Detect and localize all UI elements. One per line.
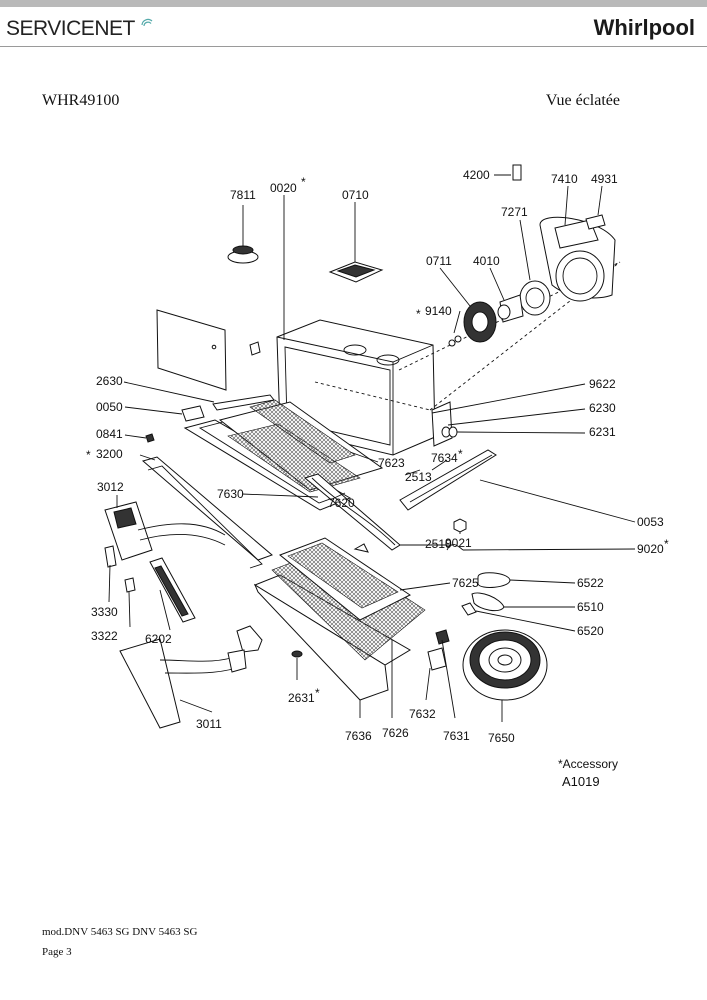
footer-page: Page 3: [42, 946, 72, 958]
diagram-code: A1019: [562, 774, 600, 789]
whirlpool-logo: Whirlpool: [593, 15, 695, 40]
label-9021: 9021: [445, 536, 472, 550]
label-7625: 7625: [452, 576, 479, 590]
label-7631: 7631: [443, 729, 470, 743]
label-6202: 6202: [145, 632, 172, 646]
label-6522: 6522: [577, 576, 604, 590]
label-3330: 3330: [91, 605, 118, 619]
label-6520: 6520: [577, 624, 604, 638]
label-0711: 0711: [426, 254, 452, 268]
label-9020: 9020: [637, 542, 664, 556]
label-7630: 7630: [217, 487, 244, 501]
label-2630: 2630: [96, 374, 123, 388]
footer-model: mod.DNV 5463 SG DNV 5463 SG: [42, 926, 198, 938]
label-2510: 2510: [425, 537, 452, 551]
model-number: WHR49100: [42, 92, 120, 109]
label-7410: 7410: [551, 172, 578, 186]
servicenet-logo: SERVICENET: [6, 17, 154, 41]
exploded-view-diagram: 7811 0020 * 0710 4200 7410 4931 7271 071…: [86, 164, 669, 745]
label-7626: 7626: [382, 726, 409, 740]
label-7811: 7811: [230, 188, 256, 202]
label-6231: 6231: [589, 425, 616, 439]
leader-lines: [108, 174, 636, 722]
label-7632: 7632: [409, 707, 436, 721]
label-6510: 6510: [577, 600, 604, 614]
servicenet-logo-text-b: NET: [94, 17, 135, 40]
label-9622: 9622: [589, 377, 616, 391]
view-title: Vue éclatée: [545, 92, 620, 109]
servicenet-logo-text-a: SERVICE: [6, 17, 95, 40]
label-4200: 4200: [463, 168, 490, 182]
accessory-star-9140: *: [416, 307, 421, 321]
label-2631: 2631: [288, 691, 315, 705]
label-3200: 3200: [96, 447, 123, 461]
header-rule: [0, 46, 707, 47]
label-3322: 3322: [91, 629, 118, 643]
label-7636: 7636: [345, 729, 372, 743]
label-7271: 7271: [501, 205, 528, 219]
label-7623: 7623: [378, 456, 405, 470]
page-header: SERVICENET Whirlpool: [0, 7, 707, 47]
label-0050: 0050: [96, 400, 123, 414]
label-7634: 7634: [431, 451, 458, 465]
label-4931: 4931: [591, 172, 618, 186]
accessory-note: *Accessory: [558, 757, 619, 771]
label-0710: 0710: [342, 188, 369, 202]
label-0841: 0841: [96, 427, 123, 441]
label-2513: 2513: [405, 470, 432, 484]
top-rule: [0, 0, 707, 7]
label-4010: 4010: [473, 254, 500, 268]
label-3011: 3011: [196, 717, 222, 731]
accessory-star-9020: *: [664, 537, 669, 551]
wifi-arc-icon: [141, 18, 153, 27]
label-7650: 7650: [488, 731, 515, 745]
label-3012: 3012: [97, 480, 124, 494]
accessory-star-3200: *: [86, 448, 91, 462]
accessory-star-2631: *: [315, 686, 320, 700]
label-6230: 6230: [589, 401, 616, 415]
accessory-star-7634: *: [458, 447, 463, 461]
part-labels: 7811 0020 * 0710 4200 7410 4931 7271 071…: [86, 168, 669, 745]
part-drawings: [104, 164, 621, 729]
label-9140: 9140: [425, 304, 452, 318]
label-0053: 0053: [637, 515, 664, 529]
label-0020: 0020: [270, 181, 297, 195]
accessory-star-0020: *: [301, 175, 306, 189]
label-7620: 7620: [328, 496, 355, 510]
